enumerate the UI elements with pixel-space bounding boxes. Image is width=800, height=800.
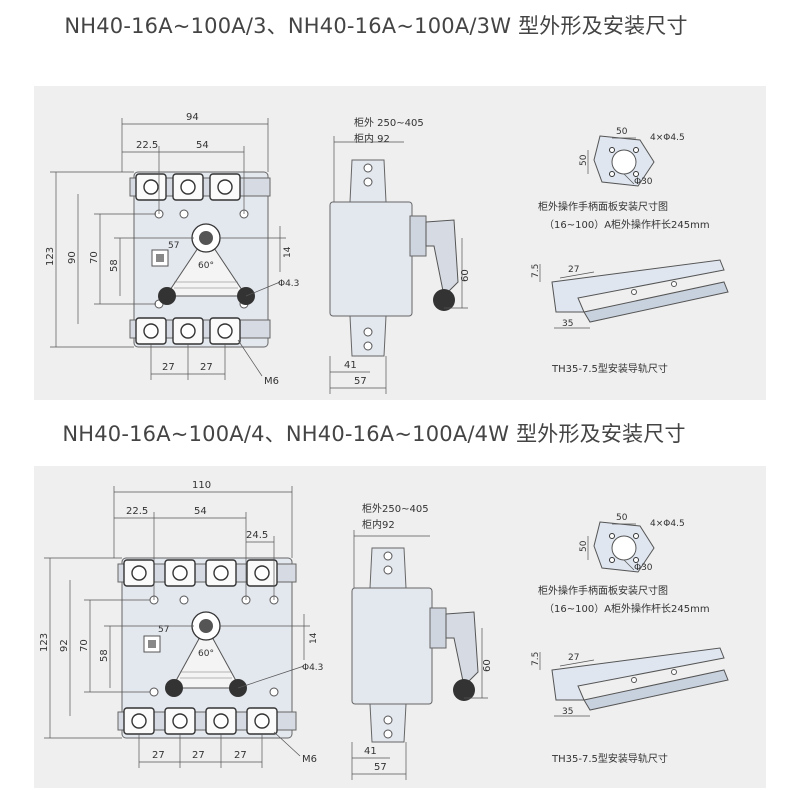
panel-3pole: 60° 94 22.5 54 123 90 70 58 57 14 Φ4.3	[34, 86, 766, 400]
dim-57-side: 57	[354, 376, 367, 387]
dim-22-5: 22.5	[136, 140, 158, 151]
dim-58: 58	[99, 649, 110, 662]
dim-58: 58	[109, 259, 120, 272]
dim-110: 110	[192, 480, 211, 491]
dim-27-c: 27	[234, 750, 247, 761]
panel-holes: 4×Φ4.5	[650, 133, 685, 143]
dim-14: 14	[309, 632, 319, 644]
dim-57: 57	[168, 241, 179, 251]
dim-27-b: 27	[200, 362, 213, 373]
dim-70: 70	[79, 639, 90, 652]
dim-41: 41	[364, 746, 377, 757]
rail-dim-35: 35	[562, 707, 573, 717]
dim-57: 57	[158, 625, 169, 635]
dim-27-a: 27	[152, 750, 165, 761]
dim-60: 60	[460, 269, 471, 282]
panel-caption-1: 柜外操作手柄面板安装尺寸图	[538, 200, 668, 213]
dim-90: 90	[67, 251, 78, 264]
rail-dim-7-5: 7.5	[531, 264, 541, 278]
rail-dim-7-5: 7.5	[531, 652, 541, 666]
side-view-3pole: 柜外 250~405 柜内 92 60 41 57	[329, 116, 471, 394]
angle-label: 60°	[198, 649, 214, 659]
panel-4pole: 60° 110 22.5 54 24.5 123 92 70 58 57 14 …	[34, 466, 766, 788]
handle	[425, 219, 459, 298]
side-view-4pole: 柜外250~405 柜内92 60 41 57	[351, 502, 493, 780]
dim-14: 14	[283, 246, 293, 258]
dim-123: 123	[39, 633, 50, 652]
front-view-3pole: 60° 94 22.5 54 123 90 70 58 57 14 Φ4.3	[45, 112, 299, 387]
dim-41: 41	[344, 360, 357, 371]
dim-57-side: 57	[374, 762, 387, 773]
panel-caption-1: 柜外操作手柄面板安装尺寸图	[538, 584, 668, 597]
panel-caption-2: （16~100）A柜外操作杆长245mm	[544, 218, 710, 231]
panel-holes: 4×Φ4.5	[650, 519, 685, 529]
panel-caption-2: （16~100）A柜外操作杆长245mm	[544, 602, 710, 615]
rail-dim-35: 35	[562, 319, 573, 329]
hole-dia: Φ4.3	[302, 663, 323, 673]
handle-grip	[433, 289, 455, 311]
dim-22-5: 22.5	[126, 506, 148, 517]
dim-27-b: 27	[192, 750, 205, 761]
cabinet-inside: 柜内92	[362, 518, 395, 531]
dim-24-5: 24.5	[246, 530, 268, 541]
screw-size: M6	[302, 754, 317, 765]
drawing-3pole: 60° 94 22.5 54 123 90 70 58 57 14 Φ4.3	[45, 112, 729, 394]
panel-dia: Φ30	[634, 563, 653, 573]
rail-caption: TH35-7.5型安装导轨尺寸	[551, 752, 668, 765]
din-rail-4pole: 7.5 27 35 TH35-7.5型安装导轨尺寸	[531, 647, 729, 765]
dim-60: 60	[482, 659, 493, 672]
panel-dia: Φ30	[634, 177, 653, 187]
din-rail-3pole: 7.5 27 35 TH35-7.5型安装导轨尺寸	[531, 259, 729, 375]
panel-dim-50-h: 50	[579, 154, 589, 166]
dim-70: 70	[89, 251, 100, 264]
label-plate	[165, 235, 247, 297]
title-4pole: NH40-16A~100A/4、NH40-16A~100A/4W 型外形及安装尺…	[62, 422, 686, 446]
panel-dim-50-h: 50	[579, 540, 589, 552]
cabinet-outside: 柜外 250~405	[354, 116, 424, 129]
mount-hole-left	[158, 287, 176, 305]
dim-54: 54	[196, 140, 209, 151]
cabinet-inside: 柜内 92	[354, 132, 390, 145]
dim-54: 54	[194, 506, 207, 517]
rail-dim-27: 27	[568, 265, 579, 275]
panel-dim-50-w: 50	[616, 513, 628, 523]
dim-94: 94	[186, 112, 199, 123]
front-view-4pole: 60° 110 22.5 54 24.5 123 92 70 58 57 14 …	[39, 480, 323, 768]
panel-cutout-3pole: 50 50 4×Φ4.5 Φ30 柜外操作手柄面板安装尺寸图 （16~100）A…	[538, 127, 710, 231]
cabinet-outside: 柜外250~405	[362, 502, 429, 515]
screw-size: M6	[264, 376, 279, 387]
dim-123: 123	[45, 247, 56, 266]
hole-dia: Φ4.3	[278, 279, 299, 289]
rail-caption: TH35-7.5型安装导轨尺寸	[551, 362, 668, 375]
drawing-4pole: 60° 110 22.5 54 24.5 123 92 70 58 57 14 …	[39, 480, 729, 780]
dim-92: 92	[59, 639, 70, 652]
angle-label: 60°	[198, 261, 214, 271]
dim-27-a: 27	[162, 362, 175, 373]
panel-dim-50-w: 50	[616, 127, 628, 137]
rail-dim-27: 27	[568, 653, 579, 663]
title-3pole: NH40-16A~100A/3、NH40-16A~100A/3W 型外形及安装尺…	[64, 14, 688, 38]
panel-cutout-4pole: 50 50 4×Φ4.5 Φ30 柜外操作手柄面板安装尺寸图 （16~100）A…	[538, 513, 710, 615]
